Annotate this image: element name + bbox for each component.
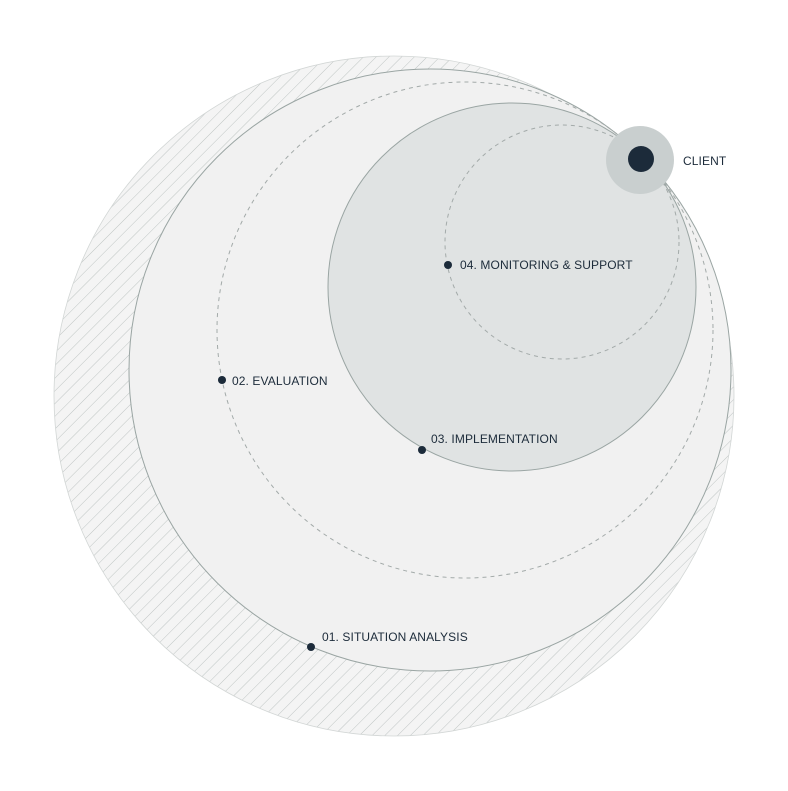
stage-label-implementation: 03. IMPLEMENTATION <box>431 432 558 446</box>
monitoring-dashed-orbit <box>444 124 680 360</box>
implementation-circle <box>327 102 697 472</box>
stage-label-monitoring-support: 04. MONITORING & SUPPORT <box>460 258 633 272</box>
evaluation-dashed-orbit <box>216 81 714 579</box>
stage-label-situation-analysis: 01. SITUATION ANALYSIS <box>322 630 468 644</box>
stage-node-situation-analysis <box>307 643 315 651</box>
stage-node-evaluation <box>218 376 226 384</box>
stage-node-implementation <box>418 446 426 454</box>
client-node <box>628 146 654 172</box>
stage-label-evaluation: 02. EVALUATION <box>232 374 328 388</box>
stage-node-monitoring-support <box>444 261 452 269</box>
client-label: CLIENT <box>683 154 727 168</box>
